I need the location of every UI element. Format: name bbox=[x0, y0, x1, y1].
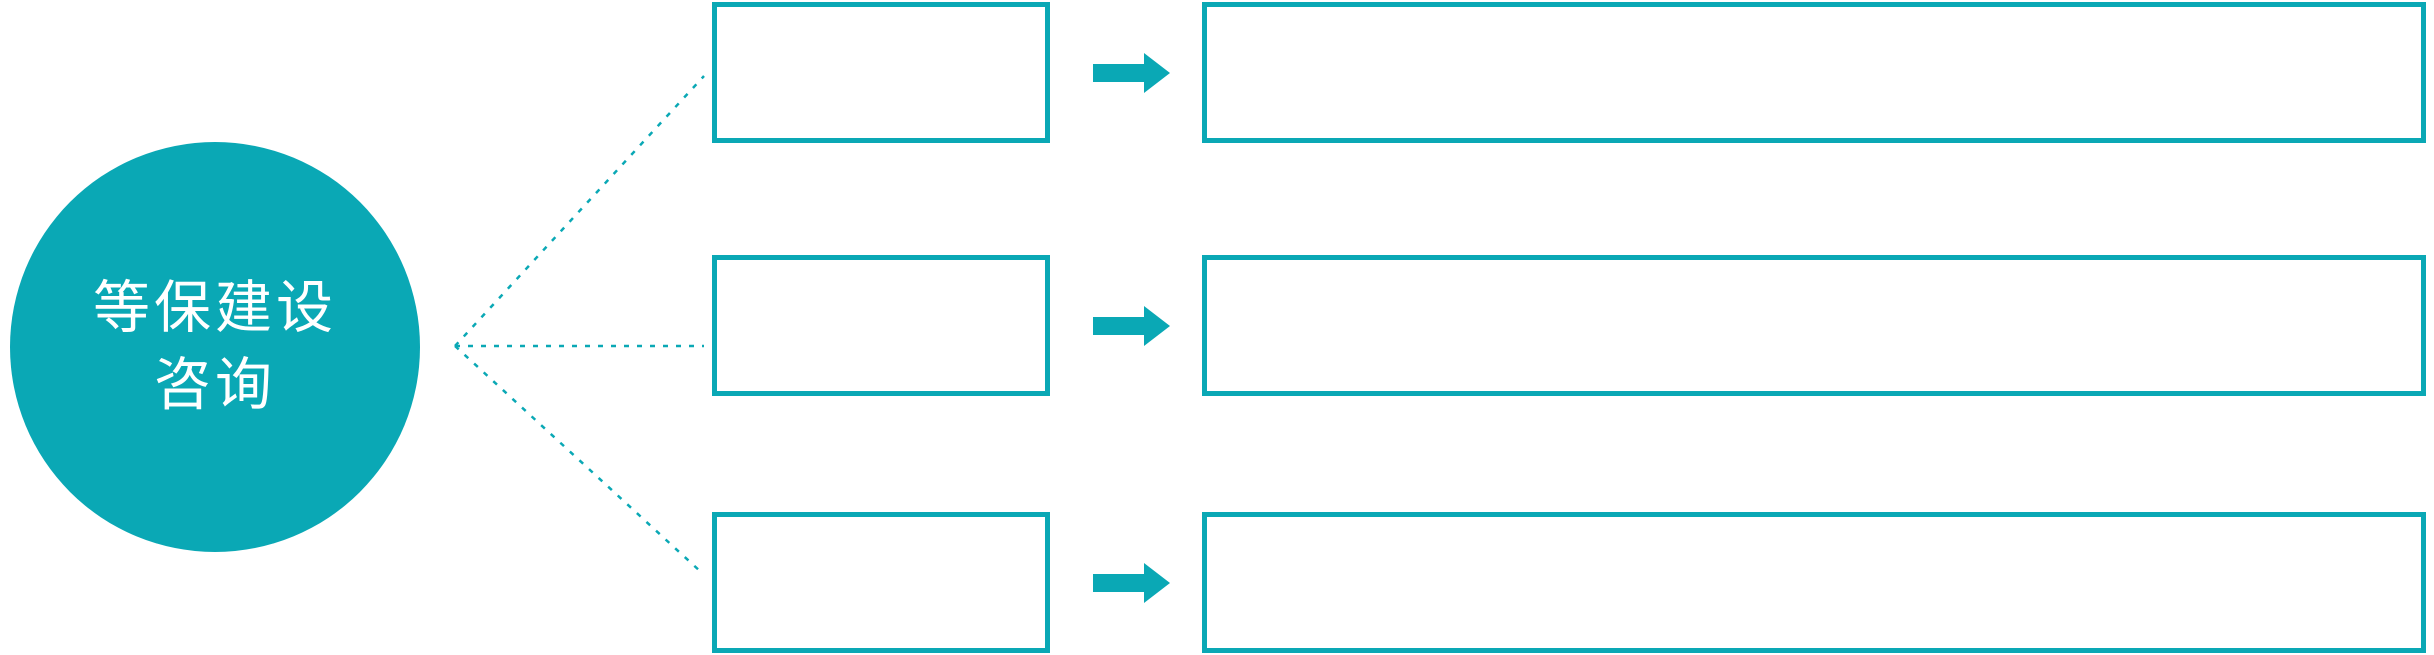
connector-line-top bbox=[454, 75, 705, 347]
hub-label-line1: 等保建设 bbox=[93, 276, 337, 341]
stage-box-3 bbox=[712, 512, 1050, 653]
hub-circle: 等保建设 咨询 bbox=[10, 142, 420, 552]
stage-box-1 bbox=[712, 2, 1050, 143]
detail-box-3 bbox=[1202, 512, 2426, 653]
detail-box-2 bbox=[1202, 255, 2426, 396]
right-arrow-icon bbox=[1093, 563, 1170, 603]
stage-box-2 bbox=[712, 255, 1050, 396]
hub-label-line2: 咨询 bbox=[154, 353, 276, 417]
detail-box-1 bbox=[1202, 2, 2426, 143]
connector-line-bottom bbox=[454, 345, 702, 573]
right-arrow-icon bbox=[1093, 53, 1170, 93]
right-arrow-icon bbox=[1093, 306, 1170, 346]
